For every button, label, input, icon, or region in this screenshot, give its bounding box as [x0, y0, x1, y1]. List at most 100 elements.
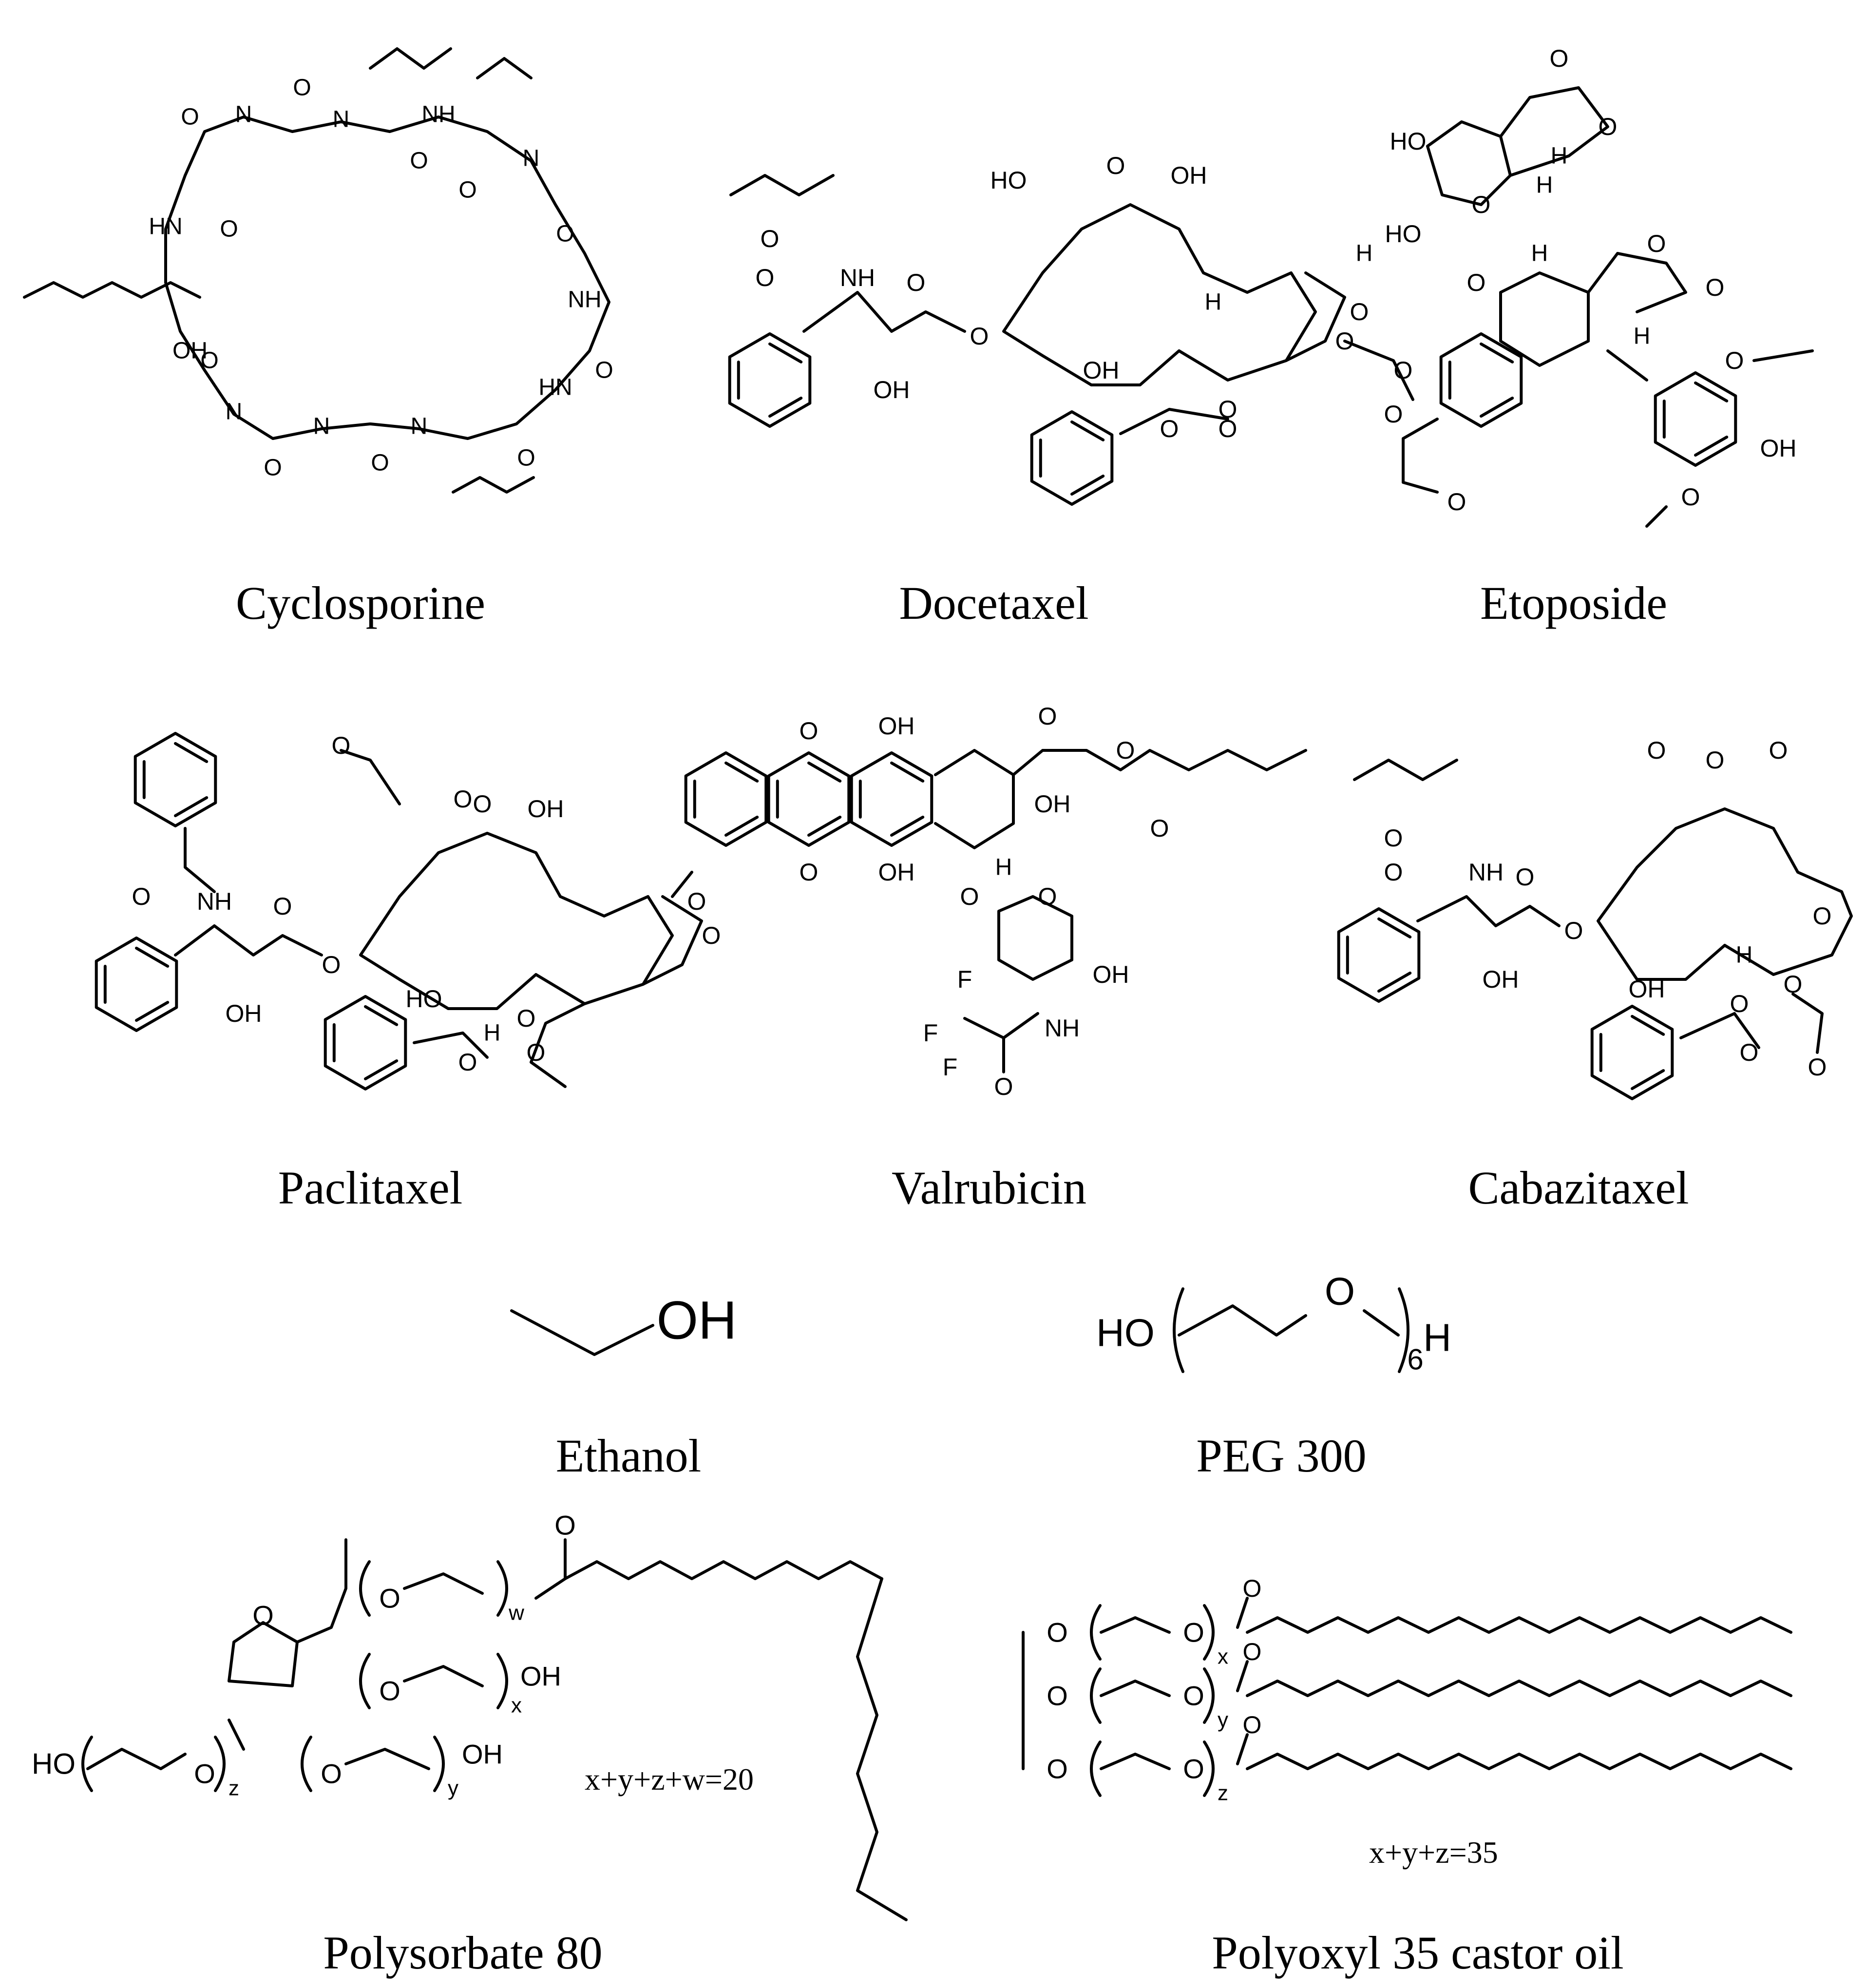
cabazitaxel-benzoyl-double-bond [1599, 1014, 1665, 1090]
atom-label: O [1516, 863, 1535, 891]
atom-label: HO [32, 1748, 76, 1780]
paclitaxel-benzoate [413, 1032, 489, 1059]
repeat-bracket [359, 1653, 371, 1709]
repeat-bracket [496, 1560, 508, 1617]
cyclosporine-n-label: HN [538, 375, 572, 401]
castor-ether-o: O [1047, 1681, 1068, 1711]
atom-label: OH [528, 795, 564, 822]
cyclosporine-n-label: NH [568, 287, 601, 313]
atom-label: OH [1093, 961, 1129, 988]
atom-label: O [1160, 415, 1179, 442]
etoposide-methoxy [1752, 349, 1814, 362]
castor-ricinoleate-chain [1246, 1616, 1792, 1634]
caption-ethanol: Ethanol [555, 1430, 702, 1482]
atom-label: O [994, 1073, 1013, 1100]
castor-ester-o: O [1243, 1575, 1262, 1602]
atom-label: HO [406, 985, 442, 1013]
peg-subscript-6: 6 [1407, 1343, 1423, 1376]
caption-valrubicin: Valrubicin [892, 1162, 1086, 1214]
cyclosporine-o-label: O [458, 177, 476, 203]
valrubicin-ring-b-double-bond [776, 761, 842, 837]
atom-label: O [1038, 883, 1057, 910]
repeat-bracket [1090, 1740, 1102, 1797]
atom-label: OH [878, 859, 915, 886]
atom-label: O [800, 859, 819, 886]
repeat-bracket [1203, 1604, 1215, 1661]
caption-polyoxyl-35-castor-oil: Polyoxyl 35 castor oil [1212, 1927, 1624, 1979]
atom-label: O [379, 1676, 400, 1706]
cyclosporine-n-label: N [235, 102, 252, 128]
cyclosporine-o-label: O [264, 455, 282, 481]
ethanol-oh-label: OH [657, 1291, 737, 1351]
polysorbate-oleate-chain [564, 1560, 883, 1580]
cyclosporine-n-label: N [411, 414, 428, 440]
atom-label: F [957, 966, 972, 993]
atom-label: OH [226, 1000, 262, 1027]
castor-ester [1236, 1597, 1249, 1629]
atom-label: O [1467, 269, 1486, 296]
atom-label: OH [1760, 435, 1797, 462]
atom-label: NH [1468, 859, 1504, 886]
castor-ricinoleate-chain [1246, 1753, 1792, 1770]
etoposide-c-ring [1499, 271, 1590, 367]
atom-label: H [1634, 324, 1651, 349]
atom-label: O [1384, 859, 1403, 886]
cabazitaxel-side-chain [1416, 895, 1561, 927]
atom-label: H [1205, 289, 1222, 315]
castor-repeat-sum-note: x+y+z=35 [1369, 1835, 1498, 1870]
atom-label: O [1219, 396, 1238, 423]
atom-label: O [1681, 483, 1700, 511]
valrubicin-ring-a-double-bond [693, 761, 759, 837]
atom-label: OH [1483, 966, 1519, 993]
polysorbate-peg-z [86, 1748, 187, 1770]
castor-peg-z [1100, 1753, 1171, 1770]
cyclosporine-n-label: N [313, 414, 330, 440]
atom-label: H [1736, 942, 1753, 968]
castor-peg-x [1100, 1616, 1171, 1634]
atom-label: O [1730, 990, 1749, 1017]
atom-label: O [761, 225, 780, 252]
cyclosporine-o-label: O [410, 148, 428, 174]
paclitaxel-benzamide-ring [133, 732, 217, 827]
etoposide-trimethoxyphenyl-double-bond [1662, 381, 1729, 457]
atom-label: y [448, 1777, 458, 1800]
castor-ester-o: O [1243, 1711, 1262, 1739]
cyclosporine-isobutyl [369, 47, 452, 70]
atom-label: OH [878, 712, 915, 740]
cyclosporine-n-label: NH [421, 102, 455, 128]
peg-chain [1178, 1304, 1307, 1337]
atom-label: NH [840, 264, 875, 291]
castor-ester [1236, 1733, 1249, 1765]
atom-label: HO [990, 167, 1027, 194]
polysorbate-backbone [296, 1538, 347, 1644]
atom-label: O [1813, 902, 1832, 930]
etoposide-dioxole [1402, 418, 1439, 494]
atom-label: O [1472, 191, 1491, 218]
atom-label: O [1706, 274, 1725, 301]
cyclosporine-o-label: O [220, 216, 238, 242]
atom-label: O [273, 893, 292, 920]
docetaxel-phenyl [728, 332, 812, 428]
cyclosporine-o-label: O [371, 450, 389, 476]
castor-peg-y [1100, 1680, 1171, 1697]
repeat-bracket [1203, 1740, 1215, 1797]
atom-label: O [194, 1759, 215, 1789]
atom-label: O [1394, 357, 1413, 384]
cabazitaxel-phenyl-double-bond [1346, 917, 1412, 993]
cyclosporine-oh-label: OH [172, 338, 208, 364]
polysorbate-peg-w [403, 1572, 484, 1595]
peg-close-bracket [1398, 1287, 1409, 1373]
peg-chain [1363, 1309, 1400, 1337]
valrubicin-ring-b [767, 751, 851, 847]
caption-cabazitaxel: Cabazitaxel [1468, 1162, 1689, 1214]
valrubicin-valerate [1012, 749, 1307, 776]
cyclosporine-n-label: N [333, 107, 350, 133]
atom-label: O [1150, 815, 1169, 842]
docetaxel-benzoate [1119, 408, 1229, 435]
repeat-bracket [301, 1736, 312, 1792]
atom-label: H [1356, 241, 1373, 267]
polysorbate-peg-x [403, 1665, 484, 1687]
atom-label: OH [1034, 790, 1071, 818]
